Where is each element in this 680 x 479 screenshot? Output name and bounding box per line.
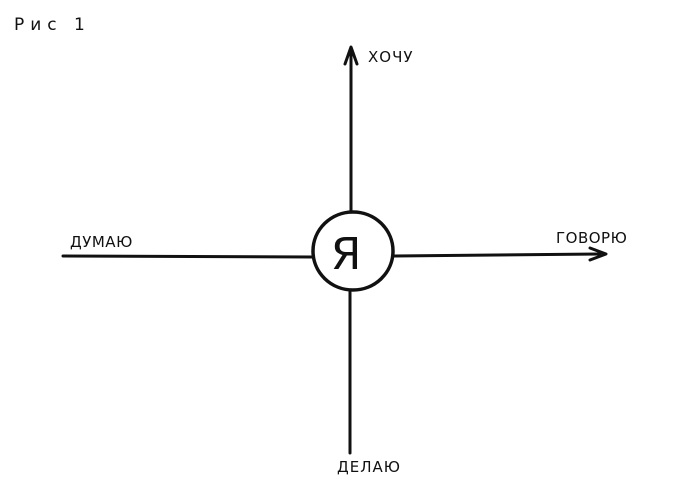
figure-label: Рис 1: [14, 15, 91, 35]
axis-label-left: ДУМАЮ: [70, 233, 133, 251]
axis-label-right: ГОВОРЮ: [556, 229, 627, 247]
axis-left-line: [61, 254, 315, 259]
axis-label-down: ДЕЛАЮ: [337, 458, 401, 476]
axis-up-arrowhead: [343, 45, 359, 66]
center-circle: [311, 210, 395, 292]
axis-label-up: ХОЧУ: [368, 48, 414, 66]
axis-right-line: [392, 252, 602, 258]
axis-right-arrowhead: [588, 246, 608, 262]
center-label: Я: [331, 229, 362, 280]
